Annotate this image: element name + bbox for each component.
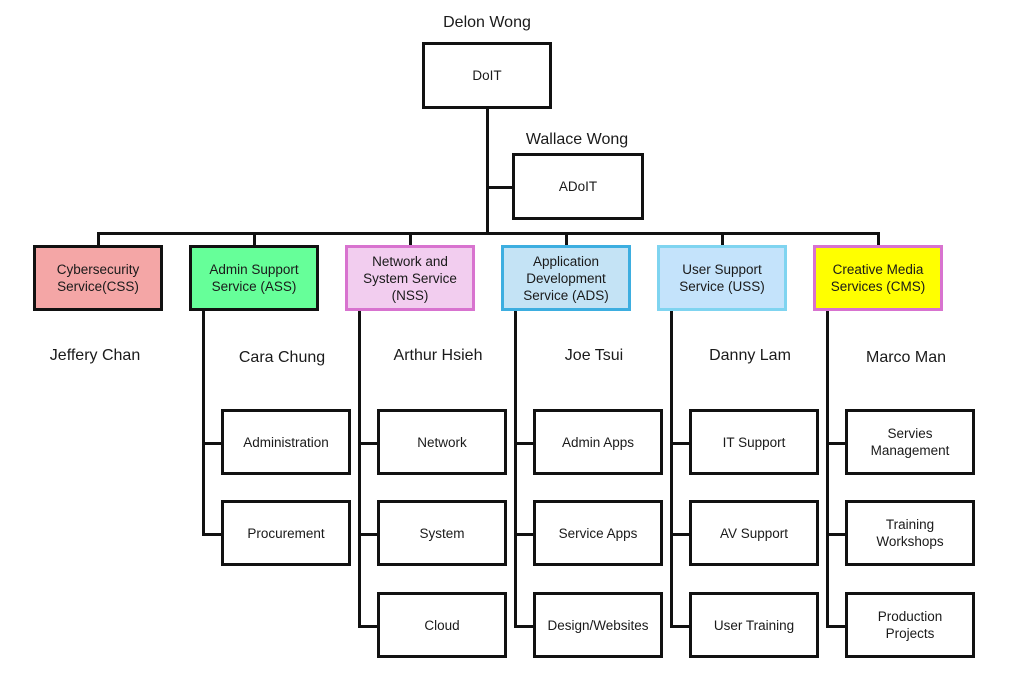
child-branch-line xyxy=(670,533,689,536)
department-node: Admin Support Service (ASS) xyxy=(189,245,319,311)
child-branch-line xyxy=(358,625,377,628)
child-branch-line xyxy=(514,442,533,445)
child-branch-line xyxy=(358,533,377,536)
department-spine-line xyxy=(826,311,829,627)
child-branch-line xyxy=(202,533,221,536)
child-branch-line xyxy=(670,442,689,445)
child-branch-line xyxy=(826,442,845,445)
department-head-name: Jeffery Chan xyxy=(49,347,141,364)
sub-unit-node: Service Apps xyxy=(533,500,663,566)
department-drop-line xyxy=(253,233,256,246)
department-head-name: Arthur Hsieh xyxy=(393,347,483,364)
department-bar-line xyxy=(97,232,880,235)
root-trunk-line xyxy=(486,108,489,234)
department-drop-line xyxy=(97,233,100,246)
child-branch-line xyxy=(670,625,689,628)
department-node: User Support Service (USS) xyxy=(657,245,787,311)
department-drop-line xyxy=(877,233,880,246)
child-branch-line xyxy=(202,442,221,445)
sub-unit-node: Administration xyxy=(221,409,351,475)
root-head-name: Delon Wong xyxy=(443,14,531,31)
sub-unit-node: Procurement xyxy=(221,500,351,566)
department-head-name: Danny Lam xyxy=(709,347,791,364)
department-head-name: Marco Man xyxy=(865,349,947,366)
department-spine-line xyxy=(358,311,361,627)
sub-unit-node: Training Workshops xyxy=(845,500,975,566)
sub-unit-node: Admin Apps xyxy=(533,409,663,475)
department-node: Network and System Service (NSS) xyxy=(345,245,475,311)
child-branch-line xyxy=(358,442,377,445)
child-branch-line xyxy=(826,533,845,536)
assistant-head-name: Wallace Wong xyxy=(525,131,629,148)
department-head-name: Cara Chung xyxy=(238,349,326,366)
child-branch-line xyxy=(514,625,533,628)
sub-unit-node: Servies Management xyxy=(845,409,975,475)
sub-unit-node: IT Support xyxy=(689,409,819,475)
department-node: Cybersecurity Service(CSS) xyxy=(33,245,163,311)
child-branch-line xyxy=(514,533,533,536)
sub-unit-node: User Training xyxy=(689,592,819,658)
department-node: Application Development Service (ADS) xyxy=(501,245,631,311)
department-spine-line xyxy=(514,311,517,627)
department-drop-line xyxy=(721,233,724,246)
sub-unit-node: Design/Websites xyxy=(533,592,663,658)
department-head-name: Joe Tsui xyxy=(564,347,624,364)
root-node: DoIT xyxy=(422,42,552,109)
child-branch-line xyxy=(826,625,845,628)
department-node: Creative Media Services (CMS) xyxy=(813,245,943,311)
sub-unit-node: System xyxy=(377,500,507,566)
assistant-connector-line xyxy=(486,186,513,189)
department-spine-line xyxy=(670,311,673,627)
department-drop-line xyxy=(409,233,412,246)
department-drop-line xyxy=(565,233,568,246)
sub-unit-node: Cloud xyxy=(377,592,507,658)
assistant-node: ADoIT xyxy=(512,153,644,220)
sub-unit-node: AV Support xyxy=(689,500,819,566)
sub-unit-node: Production Projects xyxy=(845,592,975,658)
department-spine-line xyxy=(202,311,205,535)
sub-unit-node: Network xyxy=(377,409,507,475)
